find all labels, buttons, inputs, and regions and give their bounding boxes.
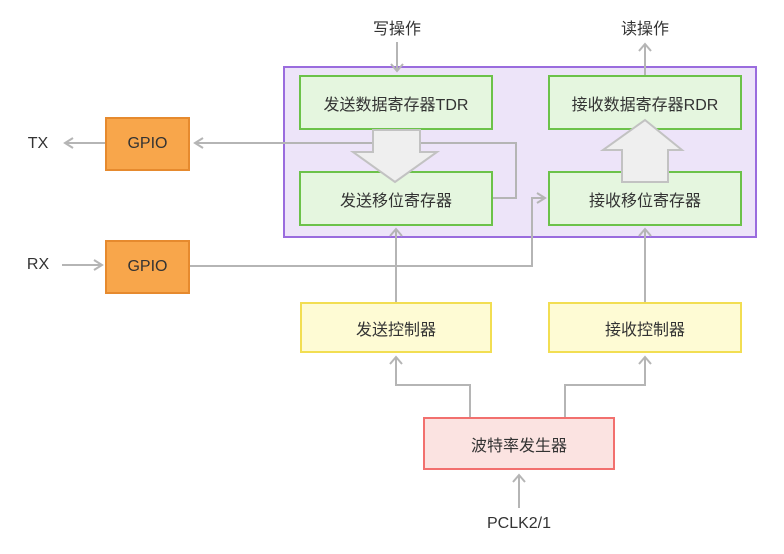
tx-controller-arrow bbox=[389, 227, 403, 302]
tx-shift-register-box: 发送移位寄存器 bbox=[299, 171, 493, 226]
baud-rate-generator-box: 波特率发生器 bbox=[423, 417, 615, 470]
rx-controller-arrow bbox=[638, 227, 652, 302]
gpio-rx-box: GPIO bbox=[105, 240, 190, 294]
rx-pin-label: RX bbox=[26, 256, 50, 273]
tx-pin-arrow bbox=[63, 137, 105, 149]
write-operation-label: 写操作 bbox=[372, 21, 422, 38]
rdr-register-box: 接收数据寄存器RDR bbox=[548, 75, 742, 130]
tdr-register-box: 发送数据寄存器TDR bbox=[299, 75, 493, 130]
rx-shift-register-box: 接收移位寄存器 bbox=[548, 171, 742, 226]
baud-to-rx-controller-arrow bbox=[564, 355, 652, 417]
pclk-arrow bbox=[512, 473, 526, 508]
rx-controller-box: 接收控制器 bbox=[548, 302, 742, 353]
tx-controller-box: 发送控制器 bbox=[300, 302, 492, 353]
tx-pin-label: TX bbox=[27, 135, 49, 152]
baud-to-tx-controller-arrow bbox=[389, 355, 471, 417]
gpio-tx-box: GPIO bbox=[105, 117, 190, 171]
read-operation-label: 读操作 bbox=[620, 21, 670, 38]
pclk-label: PCLK2/1 bbox=[486, 515, 552, 532]
rx-pin-arrow bbox=[62, 259, 104, 271]
